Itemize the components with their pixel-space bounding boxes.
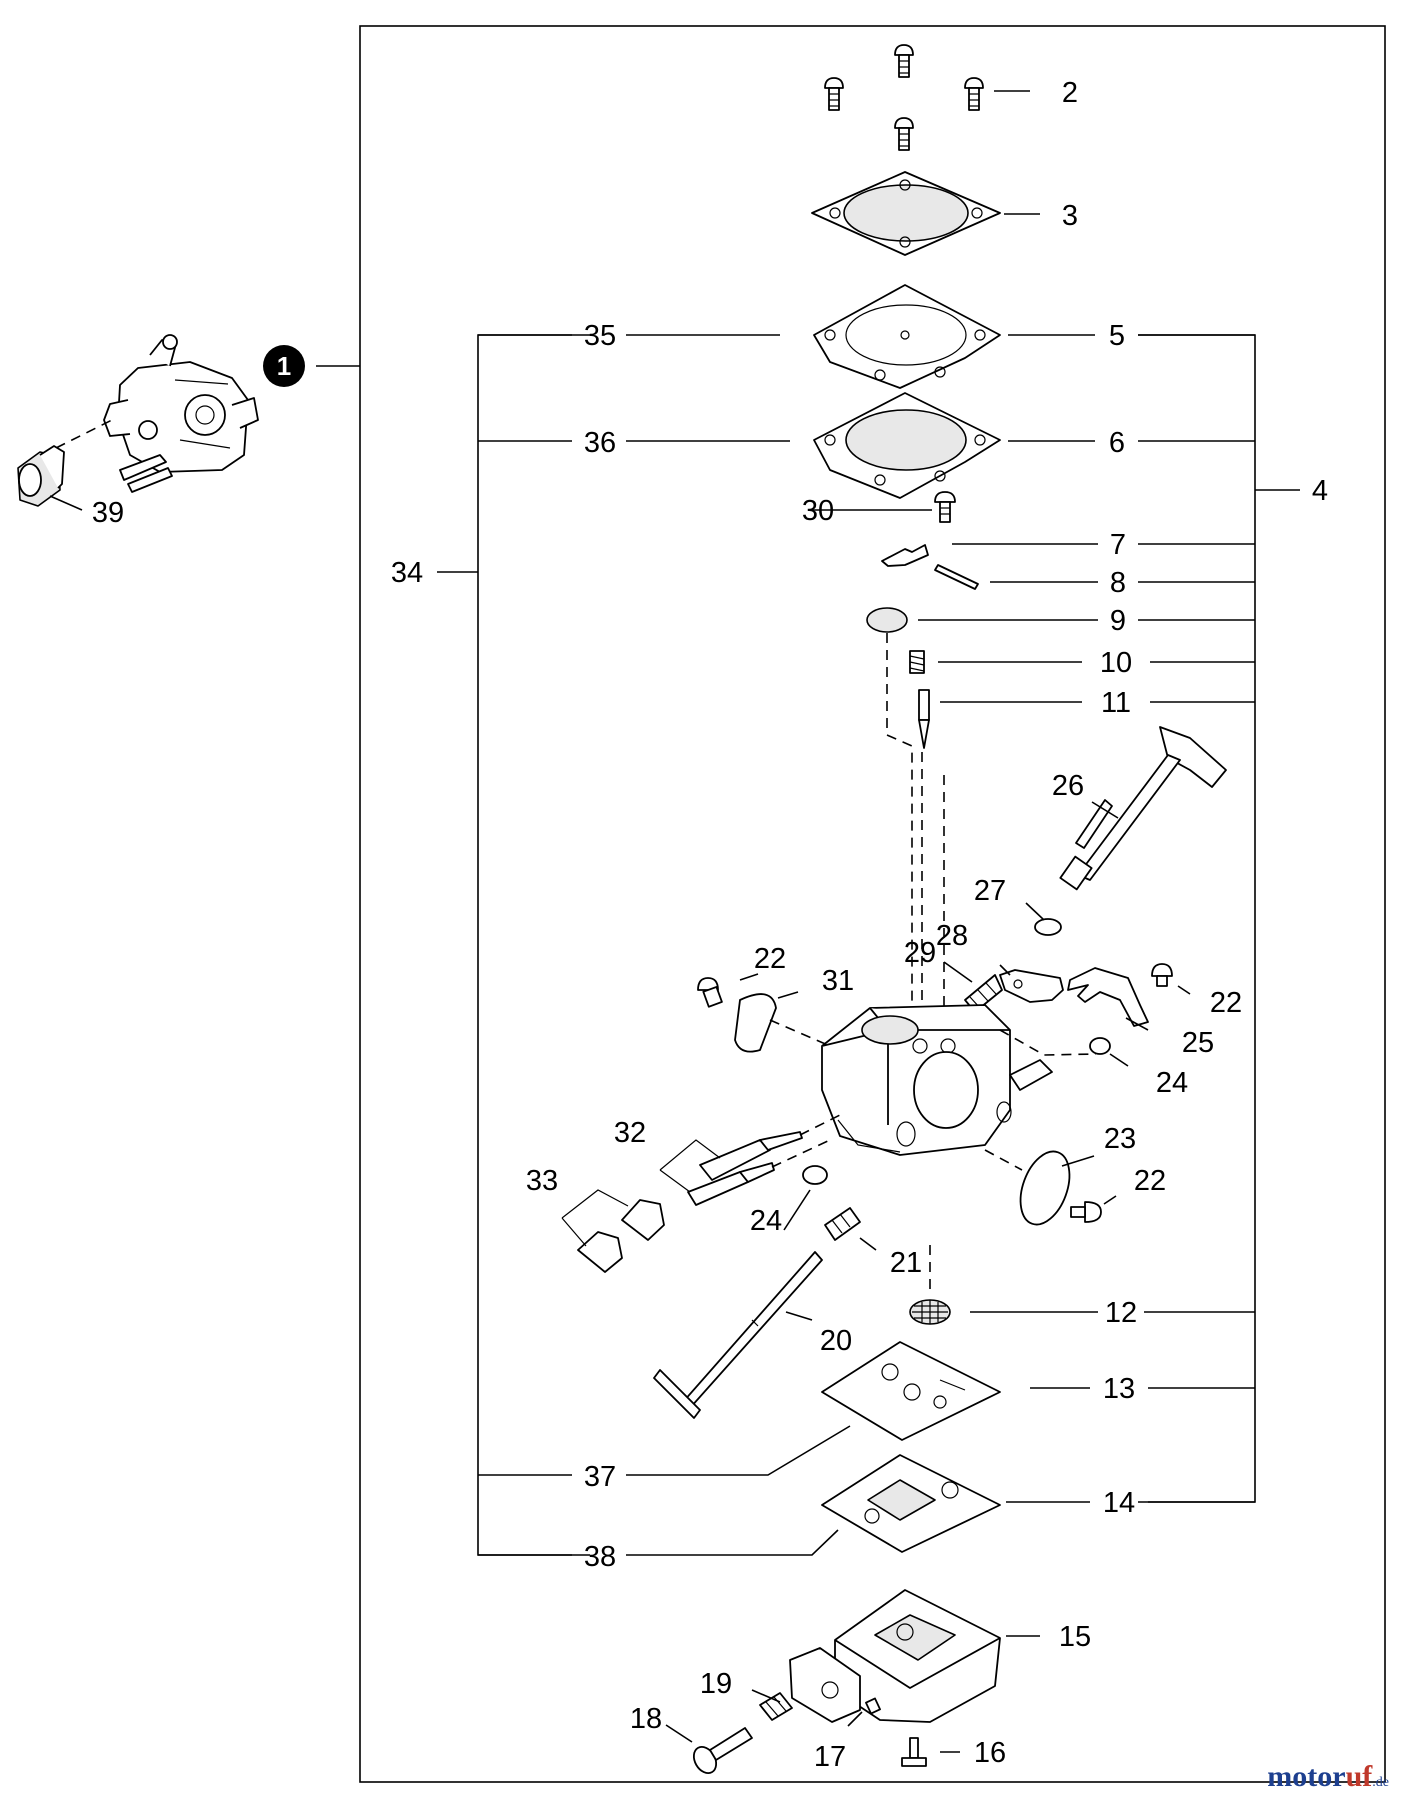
callout-37: 37 <box>584 1461 616 1493</box>
callout-36: 36 <box>584 427 616 459</box>
part-33-caps <box>577 1199 665 1273</box>
part-11-needle <box>918 689 930 749</box>
callout-9: 9 <box>1110 605 1126 637</box>
callout-1: 1 <box>277 351 291 381</box>
callout-18: 18 <box>630 1703 662 1735</box>
callout-13: 13 <box>1103 1373 1135 1405</box>
callout-22-right: 22 <box>1210 987 1242 1019</box>
callout-8: 8 <box>1110 567 1126 599</box>
callout-30: 30 <box>802 495 834 527</box>
part-2-screws <box>824 44 984 151</box>
callout-21: 21 <box>890 1247 922 1279</box>
callout-20: 20 <box>820 1325 852 1357</box>
part-21-spring <box>824 1207 861 1241</box>
callout-22: 22 <box>754 943 786 975</box>
callout-24-right: 24 <box>1156 1067 1188 1099</box>
part-16-screw <box>901 1737 927 1767</box>
bracket-group-4 <box>1138 334 1256 1503</box>
part-15-pump-body <box>789 1589 1001 1723</box>
callout-39: 39 <box>92 497 124 529</box>
part-32-needles <box>687 1114 841 1206</box>
part-12-screen <box>909 1245 951 1325</box>
part-18-screw <box>692 1727 753 1775</box>
part-6-gasket <box>813 392 1001 499</box>
callout-38: 38 <box>584 1541 616 1573</box>
part-10-spring <box>909 650 925 674</box>
callout-1-badge <box>263 345 305 387</box>
callout-25: 25 <box>1182 1027 1214 1059</box>
callout-24-left: 24 <box>750 1205 782 1237</box>
part-22-screw-top <box>697 977 723 1008</box>
part-28-plate <box>999 969 1064 1003</box>
callout-32: 32 <box>614 1117 646 1149</box>
callout-35: 35 <box>584 320 616 352</box>
part-13-gasket <box>821 1341 1001 1441</box>
callout-3: 3 <box>1062 200 1078 232</box>
carburetor-body <box>821 1004 1053 1156</box>
part-27-washer <box>1034 918 1062 936</box>
callout-5: 5 <box>1109 320 1125 352</box>
diagram-frame <box>359 25 1386 1783</box>
part-24-clip-left <box>802 1165 828 1185</box>
part-39-adapter <box>17 419 113 511</box>
part-31-plate <box>734 993 777 1053</box>
part-24-clip-right <box>1089 1037 1111 1055</box>
callout-27: 27 <box>974 875 1006 907</box>
part-26-shaft <box>1059 726 1227 891</box>
callout-12: 12 <box>1105 1297 1137 1329</box>
callout-14: 14 <box>1103 1487 1135 1519</box>
part-19-spring <box>759 1692 793 1721</box>
part-20-shaft <box>653 1251 823 1419</box>
callout-22-lower: 22 <box>1134 1165 1166 1197</box>
callout-33: 33 <box>526 1165 558 1197</box>
watermark-brand-a: motor <box>1267 1760 1346 1793</box>
callout-17: 17 <box>814 1741 846 1773</box>
part-17-pin <box>865 1697 881 1715</box>
callout-26: 26 <box>1052 770 1084 802</box>
bracket-group-34 <box>477 334 590 1556</box>
assembled-carburetor <box>103 334 259 493</box>
part-30-screw <box>934 491 956 523</box>
part-3-cover <box>811 171 1001 256</box>
callout-16: 16 <box>974 1737 1006 1769</box>
callout-2: 2 <box>1062 77 1078 109</box>
watermark-tld: .de <box>1372 1775 1389 1790</box>
watermark-logo: motoruf.de <box>1267 1760 1389 1794</box>
part-7-lever <box>881 544 929 567</box>
part-9-disc <box>866 607 908 633</box>
part-23-plate <box>1019 1150 1071 1226</box>
callout-7: 7 <box>1110 529 1126 561</box>
callout-15: 15 <box>1059 1621 1091 1653</box>
callout-19: 19 <box>700 1668 732 1700</box>
part-22-screw-lower <box>1070 1201 1102 1223</box>
part-25-bracket <box>1067 967 1149 1027</box>
callout-10: 10 <box>1100 647 1132 679</box>
part-14-gasket <box>821 1454 1001 1553</box>
callout-31: 31 <box>822 965 854 997</box>
callout-28: 28 <box>936 920 968 952</box>
callout-4: 4 <box>1312 475 1328 507</box>
watermark-brand-b: uf <box>1345 1760 1373 1793</box>
callout-6: 6 <box>1109 427 1125 459</box>
part-5-diaphragm <box>813 284 1001 389</box>
part-22-screw-right <box>1151 963 1173 987</box>
callout-29: 29 <box>904 937 936 969</box>
callout-34: 34 <box>391 557 423 589</box>
callout-11: 11 <box>1101 687 1131 719</box>
callout-23: 23 <box>1104 1123 1136 1155</box>
part-8-pin <box>934 564 979 590</box>
